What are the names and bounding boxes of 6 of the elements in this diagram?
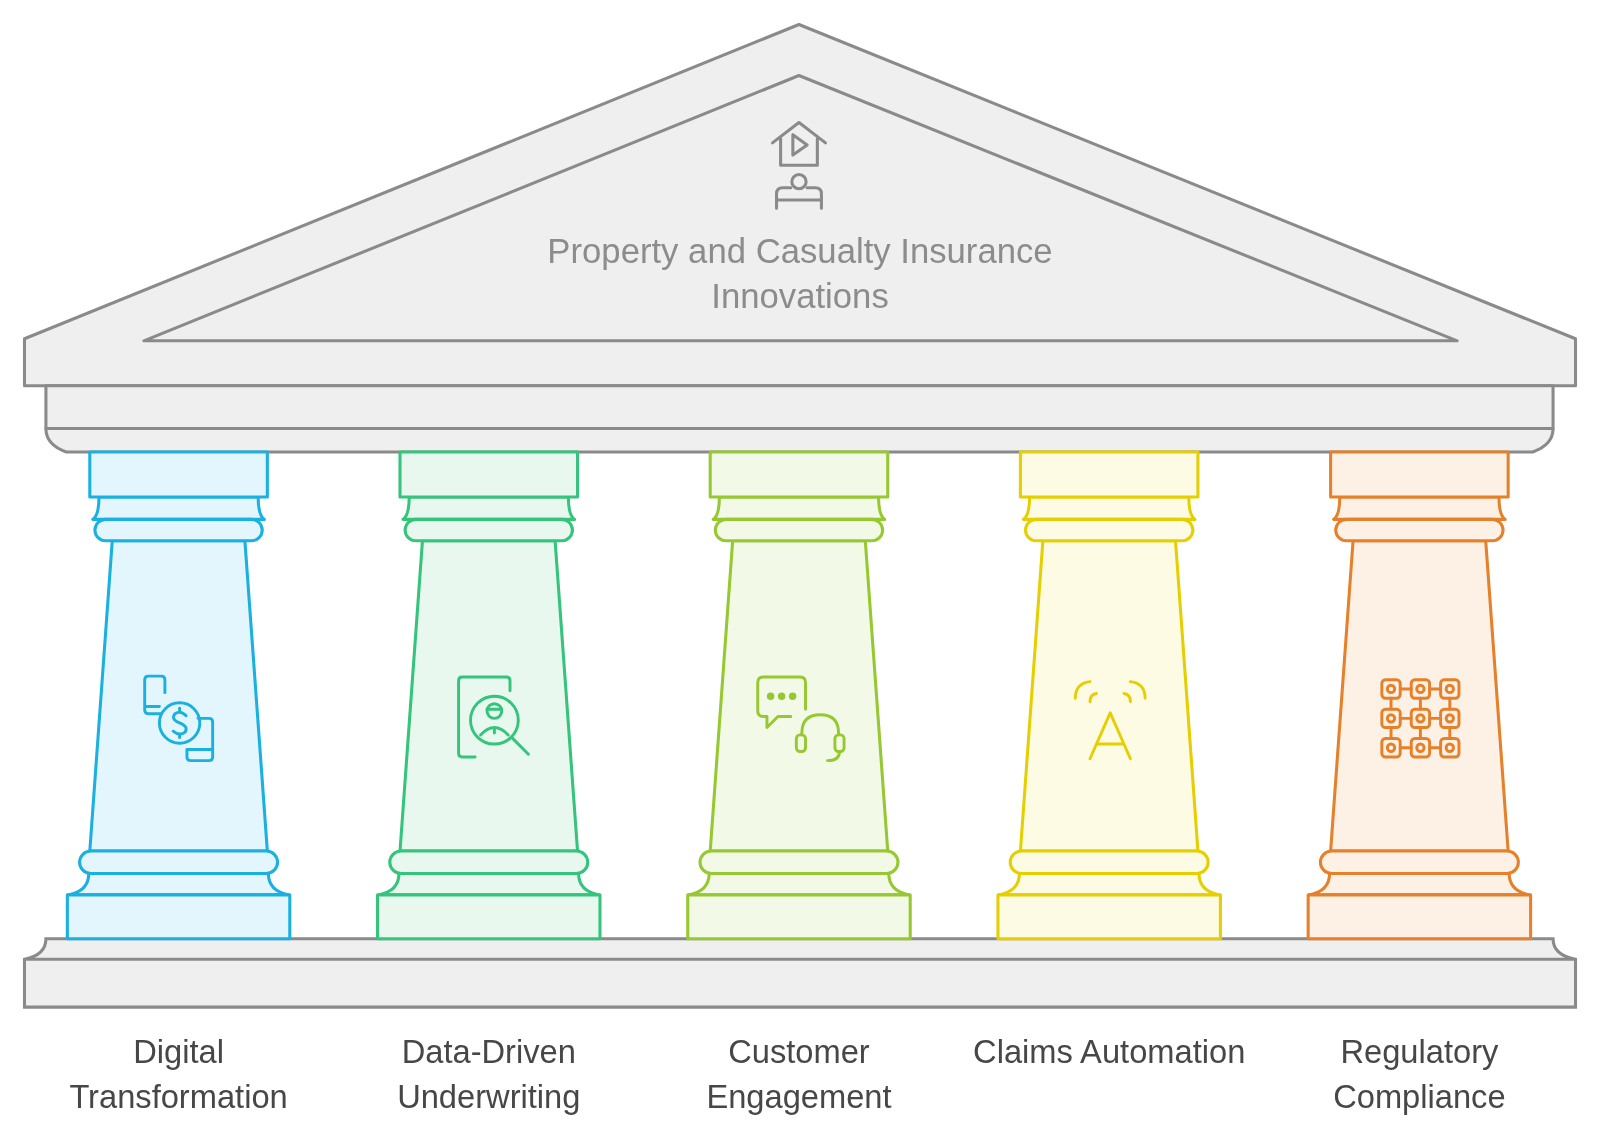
pillar-label: Regulatory Compliance [1332,1032,1507,1118]
pillar-label: Data-Driven Underwriting [396,1032,582,1118]
pillar-label: Digital Transformation [68,1032,289,1118]
pillar-label: Customer Engagement [705,1032,893,1118]
title-text: Property and Casualty Insurance Innovations [546,230,1054,318]
pillar-label: Claims Automation [972,1032,1247,1073]
